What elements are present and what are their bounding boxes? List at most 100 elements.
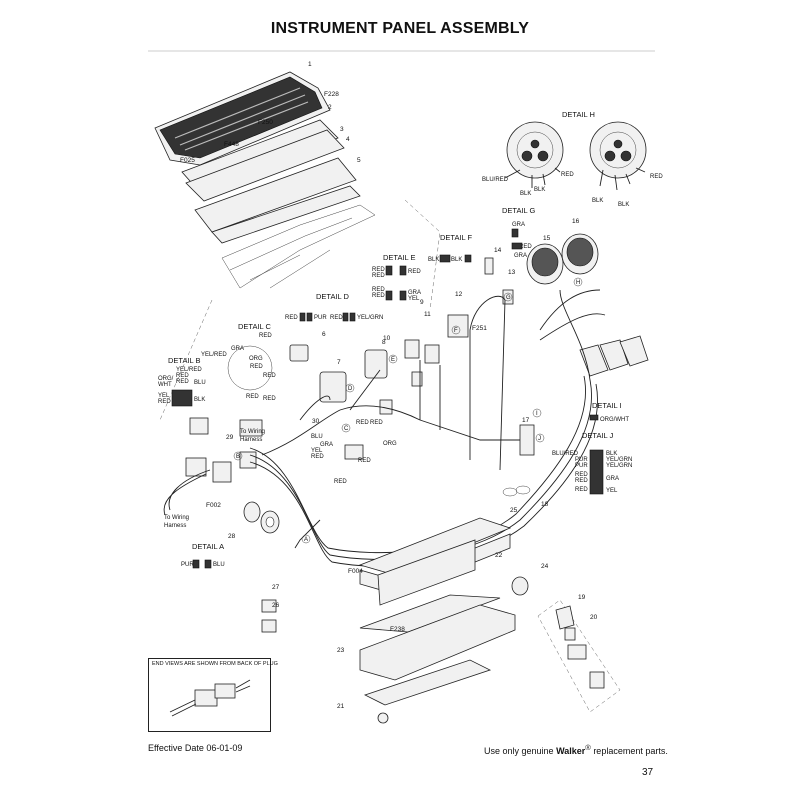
detail-d-label: RED (285, 315, 298, 321)
detail-g-plug (511, 228, 519, 238)
callout-7: 7 (337, 359, 341, 366)
lower-panels (358, 517, 529, 724)
detail-j-plug (589, 449, 604, 495)
detail-e-label: GRA (408, 290, 421, 296)
callout-5: 5 (357, 157, 361, 164)
detail-e-plug (385, 290, 393, 301)
detail-c-label: RED (263, 373, 276, 379)
detail-d-label: YEL/GRN (357, 315, 383, 321)
to-wiring-harness-note: To Wiring (240, 429, 265, 435)
wire-label: RED (356, 420, 369, 426)
callout-24: 24 (541, 563, 549, 570)
detail-d-label: PUR (314, 315, 327, 321)
detail-j-label: BLK (606, 451, 617, 457)
detail-j-label: YEL/GRN (606, 457, 632, 463)
callout-4: 4 (346, 136, 350, 143)
detail-i-label: ORG/WHT (600, 417, 629, 423)
dashboard-ghost (221, 204, 376, 289)
wire-label: BLU (311, 434, 323, 440)
detail-e-plug (399, 290, 407, 301)
detail-j-label: PUR (575, 457, 588, 463)
callout-14: 14 (494, 247, 502, 254)
detail-f-plug (464, 254, 472, 263)
detail-i-plug (589, 414, 599, 421)
detail-j-label: RED (575, 478, 588, 484)
detail-b-label: WHT (158, 382, 172, 388)
lamp-assembly (537, 599, 621, 713)
connector-letter-d: D (348, 386, 353, 392)
connector-letter-h: H (576, 280, 580, 286)
detail-d-title: DETAIL D (316, 292, 350, 301)
detail-b-plug (171, 389, 193, 407)
connector-letter-i: I (536, 411, 538, 417)
detail-j-label: GRA (606, 476, 619, 482)
detail-i-title: DETAIL I (592, 401, 622, 410)
detail-c-label: YEL/RED (201, 352, 227, 358)
connector-letter-c: C (344, 426, 349, 432)
detail-h-label: BLK (592, 198, 603, 204)
detail-a-labels: PUR BLU (181, 559, 225, 569)
detail-a-title: DETAIL A (192, 542, 224, 551)
callout-8: 8 (382, 339, 386, 346)
detail-j-label: RED (575, 487, 588, 493)
detail-g-labels: GRA RED GRA (511, 222, 532, 259)
detail-c-label: RED (250, 364, 263, 370)
end-views-illustration (169, 679, 251, 717)
detail-h-label: BLK (520, 191, 531, 197)
detail-c-label: ORG (249, 356, 263, 362)
wire-label: GRA (320, 442, 333, 448)
callout-1: 1 (308, 61, 312, 68)
detail-e-label: YEL (408, 296, 420, 302)
callout-numbers: 1 2 F228 F250 F448 F025 3 4 5 6 7 8 9 10… (180, 61, 598, 710)
detail-c-ring (227, 345, 273, 391)
detail-b-label: RED (176, 379, 189, 385)
callout-22: 22 (495, 552, 503, 559)
detail-e-label: RED (372, 287, 385, 293)
callout-29: 29 (226, 434, 234, 441)
wire-label: ORG (383, 441, 397, 447)
wire-label: RED (311, 454, 324, 460)
detail-c-label: GRA (231, 346, 244, 352)
detail-e-labels: RED RED RED RED RED GRA YEL (372, 265, 421, 302)
to-wiring-harness-note: Harness (164, 523, 186, 529)
callout-27: 27 (272, 584, 280, 591)
detail-b-label: YEL (158, 393, 170, 399)
detail-j-label: YEL/GRN (606, 463, 632, 469)
parts-26-27 (261, 599, 277, 633)
detail-j-title: DETAIL J (582, 431, 614, 440)
detail-g-plug (511, 242, 523, 250)
detail-i-labels: ORG/WHT (589, 414, 629, 423)
detail-h-label: BLK (534, 187, 545, 193)
connector-letter-e: E (391, 357, 395, 363)
detail-b-title: DETAIL B (168, 356, 201, 365)
connector-letter-g: G (506, 295, 511, 301)
detail-j-label: YEL (606, 488, 618, 494)
detail-e-plug (399, 265, 407, 276)
end-views-note-box: END VIEWS ARE SHOWN FROM BACK OF PLUG (148, 658, 278, 732)
connector-letter-b: B (236, 454, 240, 460)
detail-b-labels: YEL/RED RED RED ORG/ WHT BLU YEL RED BLK (158, 367, 206, 407)
page-title: INSTRUMENT PANEL ASSEMBLY (270, 20, 530, 37)
page-number: 37 (642, 767, 654, 778)
registered-mark: ® (585, 743, 591, 752)
connector-letter-f: F (454, 328, 458, 334)
detail-f-labels: BLK BLK (428, 254, 472, 263)
to-wiring-harness-note: Harness (240, 437, 262, 443)
detail-g-label: GRA (514, 253, 527, 259)
callout-f251: F251 (472, 325, 487, 332)
detail-e-label: RED (408, 269, 421, 275)
detail-h-gauges (504, 121, 647, 191)
detail-j-label: BLU/RED (552, 451, 579, 457)
detail-e-label: RED (372, 267, 385, 273)
detail-e-label: RED (372, 273, 385, 279)
wire-label: RED (358, 458, 371, 464)
switch-components (185, 257, 535, 483)
detail-b-label: RED (176, 373, 189, 379)
callout-30: 30 (312, 418, 320, 425)
wiring-harness (163, 289, 606, 567)
detail-e-plug (385, 265, 393, 276)
part-18 (502, 485, 531, 497)
detail-j-label: PUR (575, 463, 588, 469)
callout-18: 18 (541, 501, 549, 508)
